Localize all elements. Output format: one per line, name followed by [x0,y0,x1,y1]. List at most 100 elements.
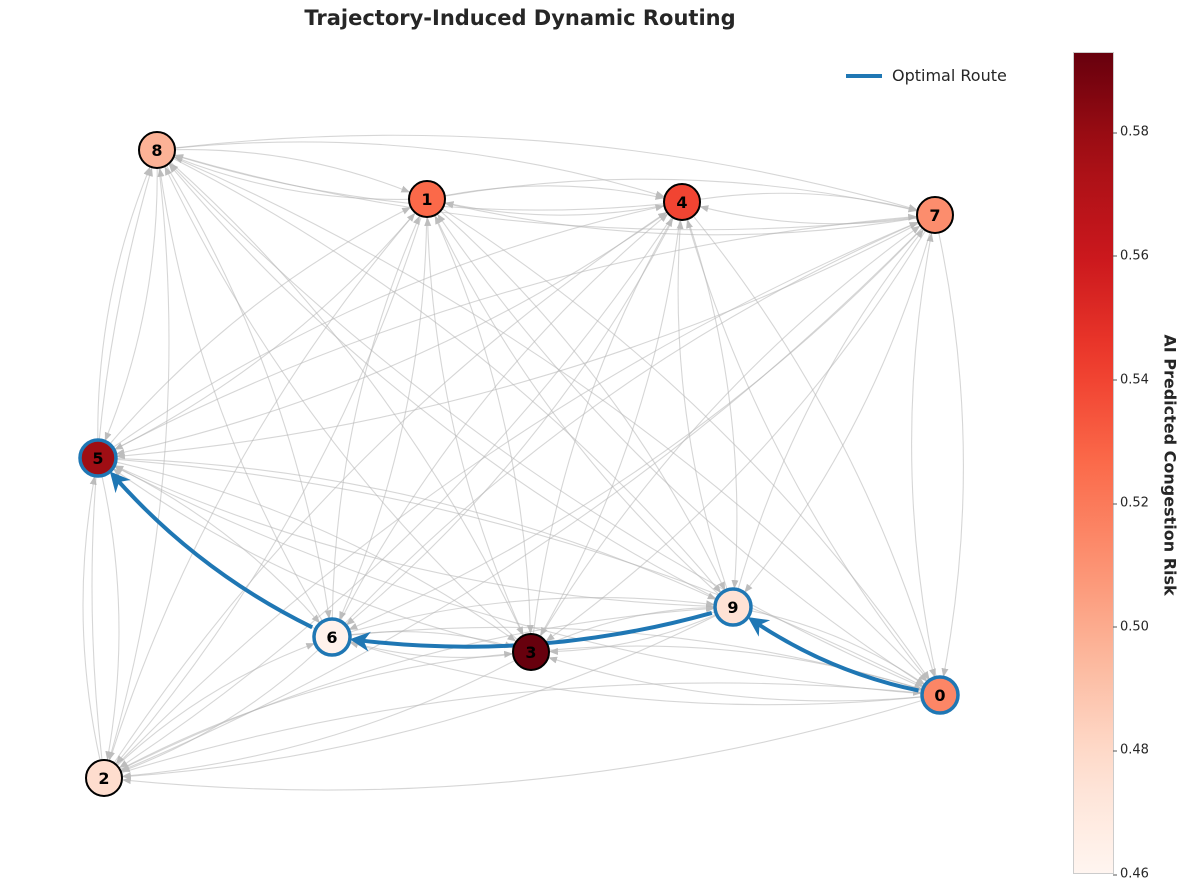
graph-edge [114,465,321,624]
node-3[interactable]: 3 [512,633,550,671]
node-6[interactable]: 6 [312,617,352,657]
graph-edge [166,166,332,620]
graph-edge [747,617,922,692]
graph-edge [82,475,101,760]
graph-edge [116,458,924,687]
graph-edge [751,610,926,685]
node-circle[interactable] [916,196,954,234]
graph-edge [737,229,924,589]
graph-edge [114,212,667,763]
graph-edge [548,604,715,645]
node-label: 4 [676,193,687,212]
graph-edge [122,660,515,780]
node-5[interactable]: 5 [78,438,118,478]
graph-edge [424,217,524,635]
node-8[interactable]: 8 [138,131,176,169]
graph-edge [693,216,936,678]
node-7[interactable]: 7 [916,196,954,234]
legend-label: Optimal Route [892,66,1007,85]
graph-edge [115,212,667,456]
graph-edge [115,216,422,765]
graph-edge [104,168,158,442]
graph-edge [437,213,925,686]
graph-edge [545,230,926,642]
graph-edge [331,215,420,619]
graph-edge [687,219,739,589]
colorbar-tick: 0.50 [1113,619,1149,635]
graph-edge [97,166,151,440]
route-edge [109,471,314,630]
graph-edge [108,168,170,761]
graph-edge [122,615,717,780]
route-edge [747,617,919,693]
graph-edge [340,213,669,621]
graph-edge [349,641,922,706]
node-circle[interactable] [312,617,352,657]
colorbar-label: AI Predicted Congestion Risk [1160,334,1180,596]
node-label: 0 [934,686,945,705]
graph-edge [445,185,665,200]
node-layer: 0 1 2 3 4 5 6 7 8 9 [78,131,960,797]
node-label: 9 [727,598,738,617]
node-circle[interactable] [713,587,753,627]
graph-edge [540,220,681,637]
graph-edge [170,162,524,636]
node-circle[interactable] [85,759,123,797]
colorbar-tick: 0.58 [1113,124,1149,140]
graph-edge [116,221,919,765]
graph-edge [348,228,923,630]
graph-edge [911,232,937,677]
graph-edge [175,134,918,211]
node-9[interactable]: 9 [713,587,753,627]
graph-edge [114,466,922,695]
graph-edge [700,192,918,212]
graph-edge [116,458,717,600]
graph-edge [174,157,928,682]
colorbar-tick: 0.48 [1113,742,1149,758]
graph-edge [120,605,715,770]
graph-edge [109,471,316,630]
node-circle[interactable] [663,183,701,221]
chart-title: Trajectory-Induced Dynamic Routing [304,6,736,30]
graph-edge [114,213,917,450]
node-circle[interactable] [920,675,960,715]
graph-edge [122,682,922,774]
node-4[interactable]: 4 [663,183,701,221]
colorbar-tick: 0.54 [1113,372,1149,388]
graph-edge [168,163,717,599]
graph-edge [109,207,411,444]
graph-edge [174,154,917,231]
graph-edge [116,223,919,460]
graph-edge [548,656,922,702]
graph-edge [686,219,929,681]
node-label: 1 [421,190,432,209]
node-circle[interactable] [138,131,176,169]
graph-edge [173,158,722,594]
graph-edge [120,228,923,772]
graph-edge [114,213,416,450]
colorbar-tick: 0.56 [1113,248,1149,264]
graph-edge [175,149,411,193]
edge-layer [82,134,964,791]
node-label: 7 [929,206,940,225]
colorbar-tick: 0.46 [1113,866,1149,882]
node-label: 2 [98,769,109,788]
node-circle[interactable] [78,438,118,478]
graph-edge [744,233,931,593]
node-1[interactable]: 1 [408,180,446,218]
node-circle[interactable] [408,180,446,218]
graph-edge [344,222,919,624]
graph-edge [440,211,726,591]
graph-edge [175,141,665,198]
graph-edge [122,699,922,791]
graph-edge [540,225,921,637]
legend-swatch [846,73,882,78]
node-circle[interactable] [512,633,550,671]
node-label: 8 [151,141,162,160]
graph-edge [101,476,120,761]
node-2[interactable]: 2 [85,759,123,797]
colorbar [1073,52,1114,874]
node-0[interactable]: 0 [920,675,960,715]
colorbar-tick: 0.52 [1113,495,1149,511]
graph-edge [339,217,428,621]
